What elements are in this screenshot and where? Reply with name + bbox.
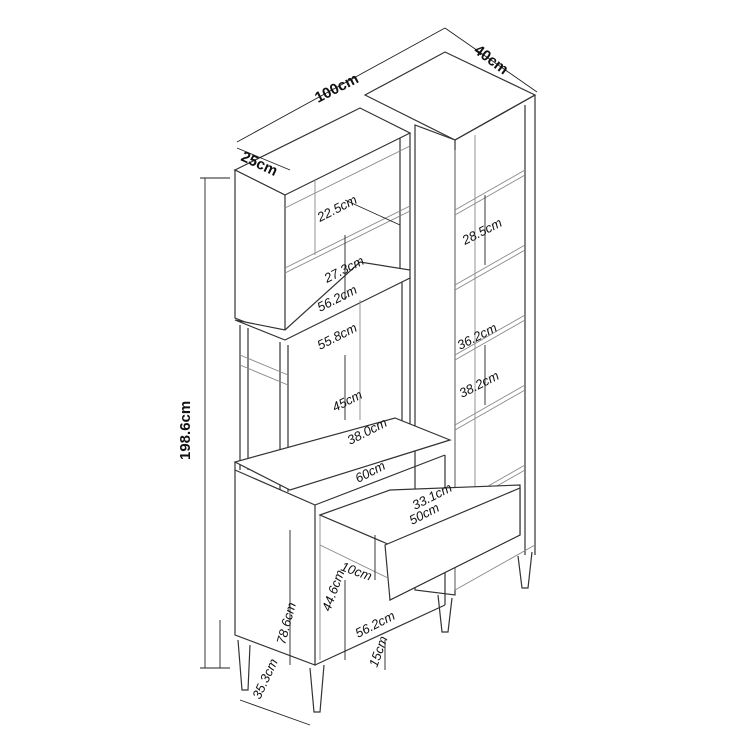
upper-hutch (233, 107, 412, 339)
label-frame-width: 55.8cm (315, 320, 360, 353)
label-cabinet-depth: 35.3cm (249, 656, 281, 701)
label-desk-clearance: 45cm (330, 387, 365, 415)
label-tower-shelf-3: 38.2cm (457, 368, 502, 401)
dimension-lines (200, 27, 538, 726)
label-cabinet-inner-height: 44.6cm (319, 568, 348, 613)
label-leg-height: 15cm (366, 634, 391, 669)
lower-cabinet (234, 454, 521, 713)
label-tower-shelf-1: 28.5cm (459, 215, 505, 248)
label-total-width: 100cm (312, 70, 361, 106)
desk-frame (233, 261, 452, 492)
label-hutch-shelf-top: 22.5cm (314, 192, 360, 225)
label-total-height: 198.6cm (177, 401, 194, 460)
